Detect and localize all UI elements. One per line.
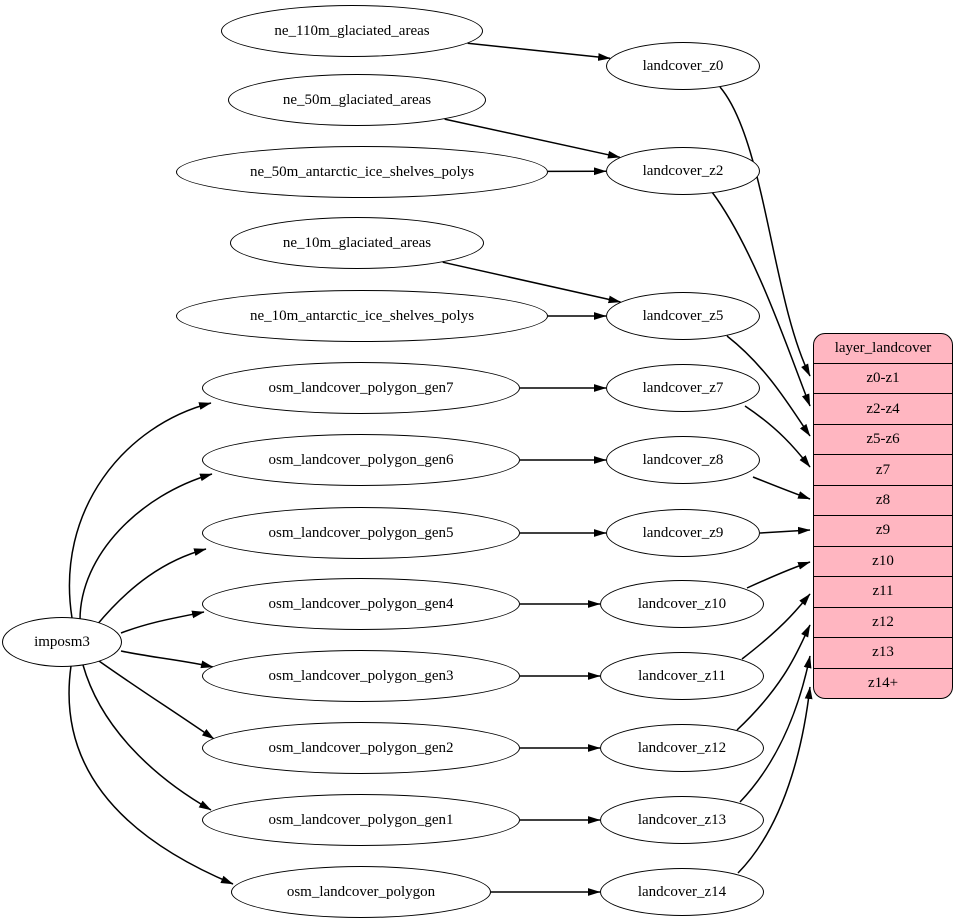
- node-osm_landcover_polygon_gen6: osm_landcover_polygon_gen6: [202, 434, 520, 486]
- node-landcover_z13: landcover_z13: [600, 796, 764, 844]
- edge-imposm3-to-osm_landcover_polygon_gen1: [82, 664, 212, 811]
- edge-landcover_z9-to-layer_landcover-z9: [759, 526, 811, 535]
- node-label: osm_landcover_polygon: [286, 883, 436, 900]
- node-osm_landcover_polygon_gen4: osm_landcover_polygon_gen4: [202, 578, 520, 630]
- node-label: ne_10m_glaciated_areas: [282, 234, 432, 251]
- edge-landcover_z0-to-layer_landcover-z0-z1: [719, 86, 811, 377]
- node-label: osm_landcover_polygon_gen7: [268, 379, 454, 396]
- edge-ne_10m_glaciated_areas-to-landcover_z5: [442, 261, 621, 304]
- node-osm_landcover_polygon_gen5: osm_landcover_polygon_gen5: [202, 507, 520, 559]
- node-landcover_z11: landcover_z11: [600, 652, 764, 700]
- node-label: landcover_z14: [637, 883, 727, 900]
- node-landcover_z2: landcover_z2: [606, 147, 760, 195]
- node-landcover_z8: landcover_z8: [606, 436, 760, 484]
- node-landcover_z12: landcover_z12: [600, 724, 764, 772]
- edge-group: [68, 42, 813, 896]
- edge-landcover_z13-to-layer_landcover-z13: [739, 655, 812, 803]
- record-row-z12: z12: [814, 606, 952, 637]
- node-label: osm_landcover_polygon_gen3: [268, 667, 454, 684]
- node-ne_10m_antarctic_ice_shelves_polys: ne_10m_antarctic_ice_shelves_polys: [176, 290, 548, 342]
- record-row-z0-z1: z0-z1: [814, 363, 952, 393]
- record-row-z2-z4: z2-z4: [814, 393, 952, 423]
- record-row-z7: z7: [814, 454, 952, 484]
- edge-imposm3-to-osm_landcover_polygon_gen2: [98, 660, 215, 740]
- node-label: osm_landcover_polygon_gen6: [268, 451, 454, 468]
- node-label: landcover_z10: [637, 595, 727, 612]
- record-row-z8: z8: [814, 484, 952, 515]
- node-landcover_z0: landcover_z0: [606, 42, 760, 90]
- record-row-z5-z6: z5-z6: [814, 423, 952, 454]
- record-row-z14+: z14+: [814, 667, 952, 698]
- edge-imposm3-to-osm_landcover_polygon_gen5: [95, 548, 207, 627]
- node-landcover_z14: landcover_z14: [600, 868, 764, 916]
- record-title: layer_landcover: [834, 340, 932, 356]
- node-label: landcover_z7: [642, 379, 724, 396]
- node-osm_landcover_polygon_gen3: osm_landcover_polygon_gen3: [202, 650, 520, 702]
- node-osm_landcover_polygon_gen7: osm_landcover_polygon_gen7: [202, 362, 520, 414]
- node-label: ne_10m_antarctic_ice_shelves_polys: [249, 307, 475, 324]
- node-label: osm_landcover_polygon_gen5: [268, 524, 454, 541]
- edge-imposm3-to-osm_landcover_polygon_gen3: [120, 650, 214, 669]
- edge-imposm3-to-osm_landcover_polygon_gen7: [68, 402, 212, 619]
- node-ne_50m_antarctic_ice_shelves_polys: ne_50m_antarctic_ice_shelves_polys: [176, 146, 548, 198]
- node-osm_landcover_polygon_gen2: osm_landcover_polygon_gen2: [202, 722, 520, 774]
- record-row-z13: z13: [814, 637, 952, 667]
- edge-landcover_z7-to-layer_landcover-z7: [744, 405, 811, 468]
- edge-landcover_z10-to-layer_landcover-z10: [746, 561, 811, 589]
- node-landcover_z10: landcover_z10: [600, 580, 764, 628]
- node-ne_110m_glaciated_areas: ne_110m_glaciated_areas: [221, 5, 483, 57]
- node-landcover_z9: landcover_z9: [606, 509, 760, 557]
- node-landcover_z7: landcover_z7: [606, 364, 760, 412]
- edge-landcover_z11-to-layer_landcover-z11: [741, 593, 811, 660]
- record-row-z9: z9: [814, 515, 952, 545]
- edge-imposm3-to-osm_landcover_polygon_gen4: [120, 610, 205, 634]
- record-row-z10: z10: [814, 545, 952, 576]
- node-label: osm_landcover_polygon_gen1: [268, 811, 454, 828]
- edge-imposm3-to-osm_landcover_polygon_gen6: [79, 473, 213, 621]
- node-ne_10m_glaciated_areas: ne_10m_glaciated_areas: [230, 217, 484, 269]
- edge-landcover_z8-to-layer_landcover-z8: [752, 476, 811, 500]
- node-label: landcover_z12: [637, 739, 727, 756]
- edge-ne_50m_glaciated_areas-to-landcover_z2: [444, 118, 621, 159]
- node-label: landcover_z5: [642, 307, 724, 324]
- node-ne_50m_glaciated_areas: ne_50m_glaciated_areas: [228, 74, 486, 126]
- node-label: landcover_z2: [642, 162, 724, 179]
- node-label: osm_landcover_polygon_gen2: [268, 739, 454, 756]
- record-row-z11: z11: [814, 576, 952, 606]
- node-label: landcover_z8: [642, 451, 724, 468]
- edge-ne_110m_glaciated_areas-to-landcover_z0: [467, 42, 611, 61]
- node-label: ne_50m_antarctic_ice_shelves_polys: [249, 163, 475, 180]
- node-osm_landcover_polygon_gen1: osm_landcover_polygon_gen1: [202, 794, 520, 846]
- node-label: ne_110m_glaciated_areas: [274, 22, 430, 39]
- node-label: landcover_z11: [638, 667, 726, 684]
- node-label: ne_50m_glaciated_areas: [282, 91, 432, 108]
- edge-imposm3-to-osm_landcover_polygon: [68, 665, 234, 885]
- node-landcover_z5: landcover_z5: [606, 292, 760, 340]
- node-label: osm_landcover_polygon_gen4: [268, 595, 454, 612]
- edge-landcover_z2-to-layer_landcover-z2-z4: [711, 191, 811, 407]
- node-osm_landcover_polygon: osm_landcover_polygon: [231, 866, 491, 918]
- edge-landcover_z12-to-layer_landcover-z12: [736, 624, 811, 731]
- node-label: imposm3: [34, 633, 90, 650]
- edge-landcover_z14-to-layer_landcover-z14+: [737, 686, 813, 874]
- edge-landcover_z5-to-layer_landcover-z5-z6: [726, 335, 811, 437]
- node-imposm3: imposm3: [2, 617, 122, 667]
- node-label: landcover_z9: [642, 524, 724, 541]
- node-label: landcover_z0: [642, 57, 724, 74]
- node-label: landcover_z13: [637, 811, 727, 828]
